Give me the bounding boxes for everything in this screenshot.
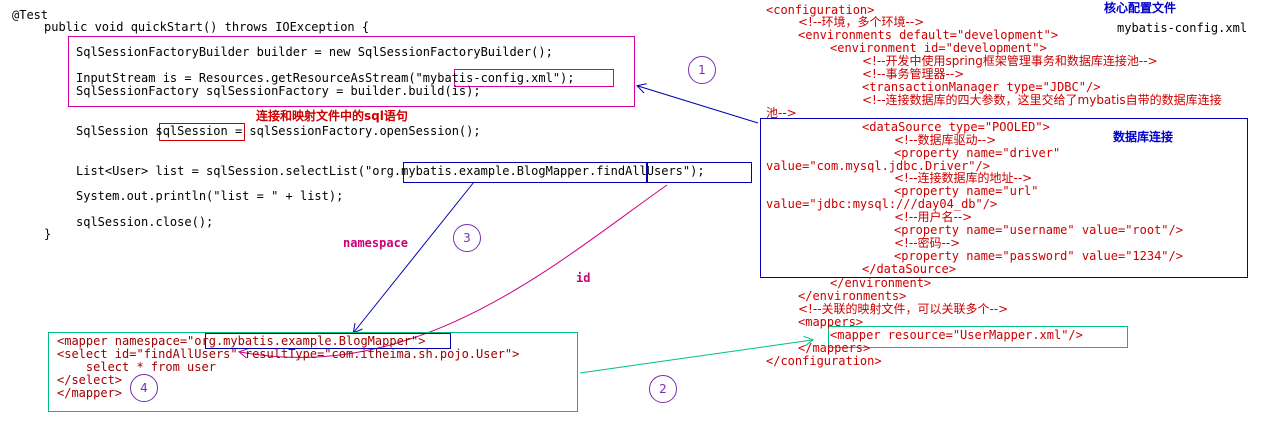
config-l17: <!--用户名-->: [894, 210, 973, 224]
config-l24: <!--关联的映射文件，可以关联多个-->: [798, 302, 1009, 316]
datasource-box: [760, 118, 1248, 278]
config-l19: <!--密码-->: [894, 236, 961, 250]
selectlist-namespace: org.mybatis.example.BlogMapper: [372, 164, 589, 178]
config-l14: <!--连接数据库的地址-->: [894, 171, 1033, 185]
config-l12: <property name="driver": [894, 146, 1061, 160]
config-l13: value="com.mysql.jdbc.Driver"/>: [766, 159, 990, 173]
config-l4: <environment id="development">: [830, 41, 1047, 55]
config-l23: </environments>: [798, 289, 907, 303]
config-file-name: mybatis-config.xml: [422, 71, 553, 85]
datasource-label: 数据库连接: [1113, 130, 1174, 144]
java-annotation: @Test: [12, 8, 49, 22]
java-builder-line: SqlSessionFactoryBuilder builder = new S…: [76, 45, 553, 59]
config-l16: value="jdbc:mysql:///day04_db"/>: [766, 197, 998, 211]
mapper-xml-box: [48, 332, 578, 412]
mapper-xml-line1: <mapper namespace="org.mybatis.example.B…: [57, 334, 426, 348]
config-l2: <!--环境，多个环境-->: [798, 15, 925, 29]
config-l22: </environment>: [830, 276, 932, 290]
java-config-box: [68, 36, 635, 107]
config-l25: <mappers>: [798, 315, 864, 329]
mapper-ns-highlight: [205, 333, 451, 349]
marker-2: 2: [649, 375, 677, 403]
java-close-line: sqlSession.close();: [76, 215, 214, 229]
config-l20: <property name="password" value="1234"/>: [894, 249, 1183, 263]
arrow-namespace: [354, 181, 475, 332]
session-var-highlight: [159, 123, 245, 141]
mapper-xml-line5: </mapper>: [57, 386, 123, 400]
arrow-id: [240, 184, 668, 357]
config-l8: <!--连接数据库的四大参数，这里交给了mybatis自带的数据库连接: [862, 93, 1222, 107]
mapper-resource-box: [828, 326, 1128, 348]
config-l3: <environments default="development">: [798, 28, 1059, 42]
selectlist-id: .findAllUsers: [588, 164, 683, 178]
mapper-xml-line3: select * from user: [57, 360, 216, 374]
config-l28: </configuration>: [766, 354, 882, 368]
config-l1: <configuration>: [766, 3, 875, 17]
namespace-highlight: [403, 162, 647, 183]
arrow-config: [638, 86, 759, 124]
arrow-mapper-resource: [579, 340, 812, 374]
java-selectlist-line: List<User> list = sqlSession.selectList(…: [76, 164, 705, 178]
config-l9: 池-->: [766, 106, 797, 120]
config-l11: <!--数据库驱动-->: [894, 133, 997, 147]
config-l18: <property name="username" value="root"/>: [894, 223, 1183, 237]
config-l27: </mappers>: [798, 341, 871, 355]
session-var-name: sqlSession: [155, 124, 228, 138]
marker-1: 1: [688, 56, 716, 84]
config-l5: <!--开发中使用spring框架管理事务和数据库连接池-->: [862, 54, 1158, 68]
java-session-line: SqlSession sqlSession = sqlSessionFactor…: [76, 124, 481, 138]
id-label: id: [576, 271, 591, 285]
config-file-highlight: [454, 69, 614, 87]
mapper-namespace: org.mybatis.example.BlogMapper: [194, 334, 412, 348]
namespace-label: namespace: [343, 236, 409, 250]
config-l15: <property name="url": [894, 184, 1039, 198]
id-highlight: [647, 162, 752, 183]
java-println-line: System.out.println("list = " + list);: [76, 189, 344, 203]
config-l10: <dataSource type="POOLED">: [862, 120, 1050, 134]
core-config-file: mybatis-config.xml: [1117, 21, 1248, 35]
marker-3: 3: [453, 224, 481, 252]
java-inputstream-line: InputStream is = Resources.getResourceAs…: [76, 71, 575, 85]
config-l6: <!--事务管理器-->: [862, 67, 965, 81]
config-l7: <transactionManager type="JDBC"/>: [862, 80, 1101, 94]
java-factory-line: SqlSessionFactory sqlSessionFactory = bu…: [76, 84, 481, 98]
java-closing-brace: }: [44, 227, 52, 241]
java-method-signature: public void quickStart() throws IOExcept…: [44, 20, 370, 34]
marker-4: 4: [130, 374, 158, 402]
core-config-label: 核心配置文件: [1104, 1, 1177, 15]
mapper-xml-line4: </select>: [57, 373, 123, 387]
config-l26: <mapper resource="UserMapper.xml"/>: [830, 328, 1083, 342]
config-l21: </dataSource>: [862, 262, 956, 276]
mapper-xml-line2: <select id="findAllUsers" resultType="co…: [57, 347, 520, 361]
connect-label: 连接和映射文件中的sql语句: [256, 109, 408, 123]
